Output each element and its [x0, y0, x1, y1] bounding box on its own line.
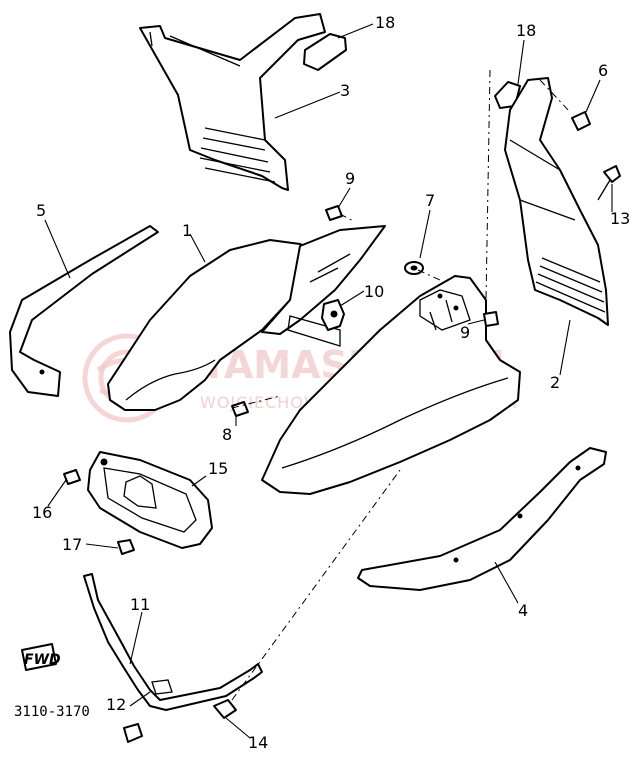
callout-18-right: 18 [516, 21, 536, 40]
callout-6: 6 [598, 61, 608, 80]
callout-9-top: 9 [345, 169, 355, 188]
callout-14: 14 [248, 733, 268, 752]
part-15-bracket [87, 451, 213, 549]
callout-2: 2 [550, 373, 560, 392]
part-6-bolt [571, 111, 591, 131]
part-16-bolt [63, 469, 81, 485]
callout-8: 8 [222, 425, 232, 444]
callout-4: 4 [518, 601, 528, 620]
callout-9-right: 9 [460, 323, 470, 342]
part-7-grommet [404, 261, 424, 275]
callout-15: 15 [208, 459, 228, 478]
part-12-bolt [123, 723, 143, 743]
callout-16: 16 [32, 503, 52, 522]
part-5-flap-strip [9, 225, 159, 397]
leader-lines [44, 23, 613, 739]
part-13-screw [597, 165, 621, 201]
callout-18-left: 18 [375, 13, 395, 32]
part-14-clip [213, 699, 237, 719]
part-9-bolt-top [325, 205, 343, 221]
assembly-lines [231, 69, 571, 701]
callout-3: 3 [340, 81, 350, 100]
part-2-side-fender [504, 77, 609, 326]
part-18-pad [303, 33, 347, 71]
callout-10: 10 [364, 282, 384, 301]
callout-1: 1 [182, 221, 192, 240]
part-17-bolt [117, 539, 135, 555]
callout-12: 12 [106, 695, 126, 714]
part-9-bolt-right [483, 311, 499, 327]
callout-17: 17 [62, 535, 82, 554]
callout-5: 5 [36, 201, 46, 220]
part-11-rod [83, 573, 263, 711]
part-10-fastener [321, 299, 345, 331]
main-rear-fender [261, 275, 521, 495]
part-4-fender-flap [357, 447, 607, 591]
callouts: 1 2 3 4 5 6 7 8 9 9 10 11 12 13 14 15 16… [32, 13, 630, 752]
fwd-marker: FWD [21, 643, 61, 671]
part-3-side-cover [139, 13, 326, 191]
callout-13: 13 [610, 209, 630, 228]
diagram-code: 3110-3170 [14, 704, 90, 720]
part-1-front-fender [107, 225, 386, 411]
fwd-label: FWD [24, 652, 61, 668]
callout-11: 11 [130, 595, 150, 614]
callout-7: 7 [425, 191, 435, 210]
